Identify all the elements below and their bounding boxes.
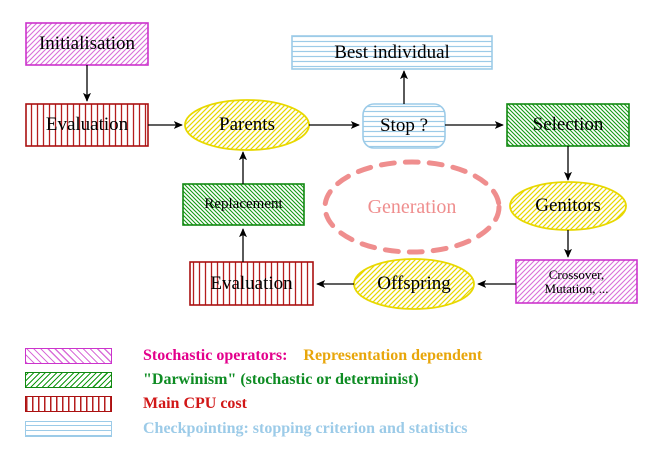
node-stop-shape (362, 103, 446, 149)
legend-row-stochastic: Stochastic operators: Representation dep… (25, 347, 482, 365)
legend-swatch-magenta-hatch (25, 348, 112, 364)
node-genitors-shape (509, 181, 627, 231)
legend-row-darwinism: "Darwinism" (stochastic or determinist) (25, 371, 419, 389)
node-initialisation-shape (25, 22, 149, 66)
node-evaluation-bottom-shape (189, 261, 314, 306)
legend-row-checkpointing: Checkpointing: stopping criterion and st… (25, 420, 467, 438)
node-generation-shape (322, 159, 502, 255)
legend-swatch-blue-horizontal-hatch (25, 421, 112, 437)
legend-text-checkpointing: Checkpointing: stopping criterion and st… (143, 420, 468, 437)
node-selection-shape (506, 103, 630, 147)
legend-text-stochastic: Stochastic operators: Representation dep… (143, 347, 482, 365)
node-replacement-shape (182, 183, 305, 226)
node-parents-shape (184, 99, 310, 151)
legend-text-stochastic-part1: Stochastic operators: (143, 347, 288, 364)
legend-text-cpu-cost: Main CPU cost (143, 395, 247, 412)
legend-swatch-red-vertical-hatch (25, 396, 112, 412)
legend-row-cpu-cost: Main CPU cost (25, 395, 247, 413)
legend-text-stochastic-part2: Representation dependent (303, 347, 483, 364)
legend-swatch-green-hatch (25, 372, 112, 388)
node-crossover-mutation-shape (515, 259, 638, 304)
node-best-individual-shape (291, 35, 493, 70)
legend-text-darwinism: "Darwinism" (stochastic or determinist) (143, 371, 419, 388)
node-offspring-shape (353, 258, 475, 310)
node-evaluation-top-shape (25, 103, 149, 147)
